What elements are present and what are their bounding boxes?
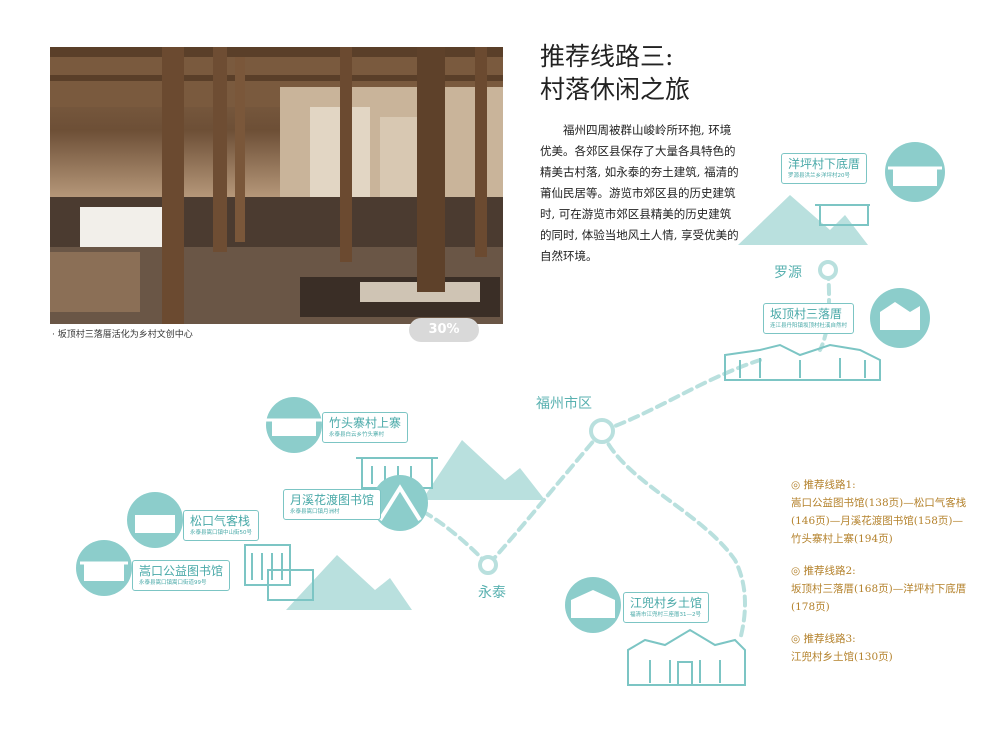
photo-caption: · 坂顶村三落厝活化为乡村文创中心 <box>52 330 193 340</box>
poi-address: 福清市江兜村三座厝31—2号 <box>630 612 701 618</box>
route-title-line2: 村落休闲之旅 <box>540 75 691 104</box>
route-title: 推荐线路三: 村落休闲之旅 <box>540 40 690 106</box>
poi-jiangdou[interactable]: 江兜村乡土馆 福清市江兜村三座厝31—2号 <box>623 592 710 623</box>
poi-address: 永泰县白云乡竹头寨村 <box>329 432 385 438</box>
route-heading: ◎ 推荐线路3: <box>791 633 856 645</box>
route-title-line1: 推荐线路三: <box>540 42 674 71</box>
yongtai-marker <box>478 555 498 575</box>
poi-yangping[interactable]: 洋坪村下底厝 罗源县洪兰乡洋坪村20号 <box>781 153 868 184</box>
route-body: 嵩口公益图书馆(138页)—松口气客栈(146页)—月溪花渡图书馆(158页)—… <box>791 497 967 545</box>
place-luoyuan: 罗源 <box>774 265 802 281</box>
poi-address: 永泰县嵩口镇月洲村 <box>290 509 340 515</box>
progress-pill: 30% <box>409 318 479 342</box>
poi-banding[interactable]: 坂顶村三落厝 连江县丹阳镇坂顶村杜溪自然村 <box>763 303 855 334</box>
poi-address: 连江县丹阳镇坂顶村杜溪自然村 <box>770 323 848 329</box>
route-body: 江兜村乡土馆(130页) <box>791 651 893 663</box>
poi-name: 竹头寨村上寨 <box>329 416 402 430</box>
poi-name: 月溪花渡图书馆 <box>290 493 375 507</box>
luoyuan-marker <box>818 260 838 280</box>
buildings <box>244 204 881 686</box>
route-1: ◎ 推荐线路1: 嵩口公益图书馆(138页)—松口气客栈(146页)—月溪花渡图… <box>791 476 971 548</box>
route-heading: ◎ 推荐线路1: <box>791 479 856 491</box>
recommended-routes: ◎ 推荐线路1: 嵩口公益图书馆(138页)—松口气客栈(146页)—月溪花渡图… <box>791 476 971 680</box>
poi-songkou-library[interactable]: 嵩口公益图书馆 永泰县嵩口镇嵩口街道99号 <box>132 560 231 591</box>
place-yongtai: 永泰 <box>478 585 506 601</box>
route-2: ◎ 推荐线路2: 坂顶村三落厝(168页)—洋坪村下底厝(178页) <box>791 562 971 616</box>
route-heading: ◎ 推荐线路2: <box>791 565 856 577</box>
poi-address: 永泰县嵩口镇中山街50号 <box>190 530 252 536</box>
route-body: 坂顶村三落厝(168页)—洋坪村下底厝(178页) <box>791 583 967 613</box>
route-3: ◎ 推荐线路3: 江兜村乡土馆(130页) <box>791 630 971 666</box>
poi-name: 洋坪村下底厝 <box>788 157 861 171</box>
intro-paragraph: 福州四周被群山峻岭所环抱, 环境优美。各郊区县保存了大量各具特色的精美古村落, … <box>540 123 739 263</box>
poi-name: 松口气客栈 <box>190 514 251 528</box>
poi-icons <box>76 142 945 633</box>
poi-address: 永泰县嵩口镇嵩口街道99号 <box>139 580 207 586</box>
poi-zhutou[interactable]: 竹头寨村上寨 永泰县白云乡竹头寨村 <box>322 412 409 443</box>
poi-name: 坂顶村三落厝 <box>770 307 843 321</box>
poi-name: 嵩口公益图书馆 <box>139 564 224 578</box>
poi-songkou[interactable]: 松口气客栈 永泰县嵩口镇中山街50号 <box>183 510 259 541</box>
poi-name: 江兜村乡土馆 <box>630 596 703 610</box>
poi-address: 罗源县洪兰乡洋坪村20号 <box>788 173 850 179</box>
place-fuzhou: 福州市区 <box>536 396 592 412</box>
village-hall-photo <box>50 47 503 324</box>
mountains <box>286 195 868 610</box>
poi-yuexi[interactable]: 月溪花渡图书馆 永泰县嵩口镇月洲村 <box>283 489 382 520</box>
fuzhou-marker <box>589 418 615 444</box>
